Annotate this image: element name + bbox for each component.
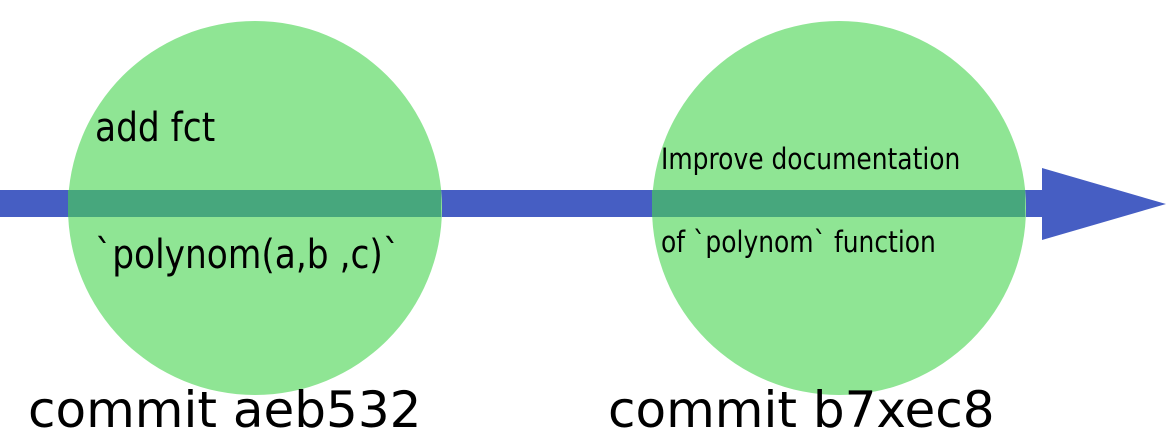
commit-message-line2: of `polynom` function [661,225,936,259]
timeline-node-overlap [652,190,1025,217]
timeline-node-overlap [68,190,441,217]
commit-message-line1: Improve documentation [661,142,961,176]
commit-id-label: commit aeb532 [28,381,422,438]
commit-message-line1: add fct [95,105,216,151]
timeline-arrow-head [1042,168,1166,240]
commit-message-line2: `polynom(a,b ,c)` [95,232,401,278]
commit-id-label: commit b7xec8 [608,381,995,438]
